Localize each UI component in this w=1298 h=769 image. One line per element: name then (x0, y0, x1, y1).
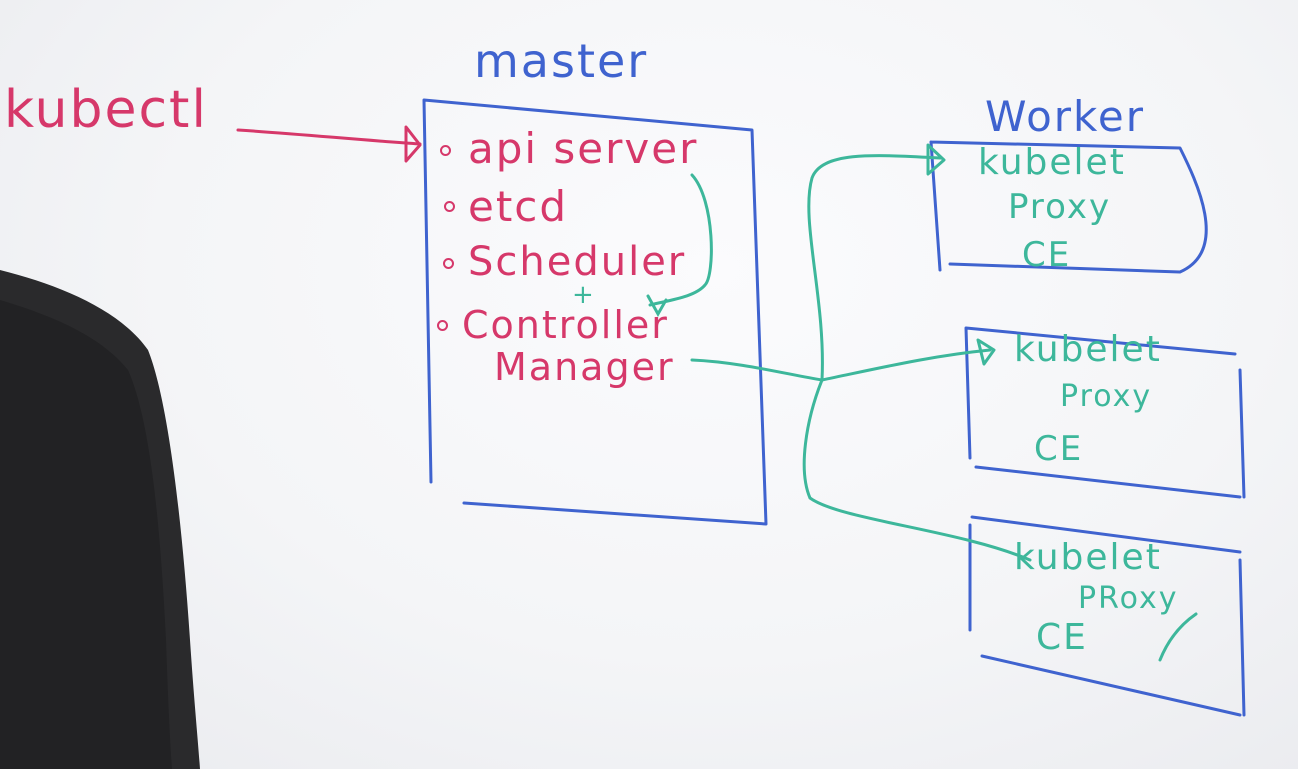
bullet-controller (437, 320, 448, 331)
api-to-controller-arrow (648, 173, 713, 307)
worker-1-ce: CE (1022, 235, 1072, 275)
connector-to-worker-2 (820, 348, 992, 382)
component-etcd: etcd (468, 182, 569, 231)
proxy-3-underline (1158, 612, 1198, 662)
connector-arrowhead-2 (976, 338, 996, 366)
master-title: master (474, 34, 649, 88)
worker-box-1 (929, 140, 1208, 274)
worker-box-2 (964, 326, 1246, 499)
kubectl-label: kubectl (4, 80, 208, 140)
worker-1-proxy: Proxy (1008, 187, 1112, 227)
bullet-api-server (440, 145, 451, 156)
worker-3-ce: CE (1036, 617, 1088, 658)
connector-to-worker-1 (807, 154, 942, 382)
worker-1-kubelet: kubelet (978, 142, 1126, 183)
api-to-controller-arrowhead (646, 294, 668, 318)
worker-2-ce: CE (1034, 429, 1084, 469)
worker-2-proxy: Proxy (1060, 379, 1153, 414)
bullet-etcd (444, 201, 455, 212)
worker-3-kubelet: kubelet (1014, 537, 1162, 578)
kubectl-arrowhead (404, 125, 422, 163)
worker-title: Worker (985, 92, 1145, 141)
component-controller: Controller (462, 303, 669, 347)
plus-sign: + (572, 280, 596, 310)
connector-trunk (690, 358, 824, 382)
worker-box-3 (968, 515, 1246, 717)
component-scheduler: Scheduler (468, 239, 687, 285)
kubectl-arrow (236, 128, 422, 146)
component-manager: Manager (494, 345, 675, 389)
component-api-server: api server (468, 124, 699, 173)
worker-3-proxy: PRoxy (1078, 581, 1179, 616)
bullet-scheduler (443, 258, 454, 269)
connector-to-worker-3 (802, 378, 1032, 562)
master-box (422, 98, 768, 526)
worker-2-kubelet: kubelet (1014, 329, 1162, 370)
connector-arrowhead-1 (926, 143, 946, 176)
